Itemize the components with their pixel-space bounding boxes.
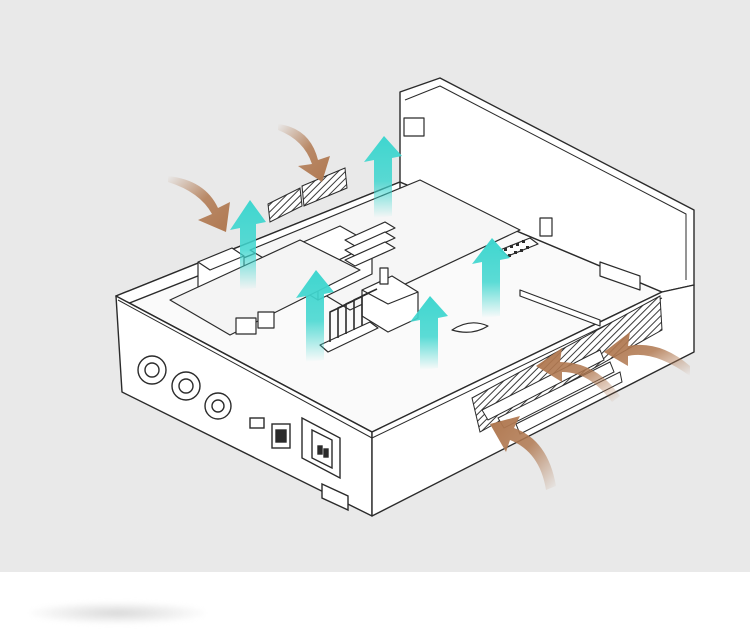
front-connectors — [137, 355, 349, 512]
back-part-3 — [599, 261, 641, 291]
intake-arrow-3 — [604, 332, 690, 376]
intake-arrow-4 — [536, 348, 620, 402]
top-grille-1 — [267, 187, 303, 223]
floor-slot — [451, 322, 489, 333]
internal-components — [115, 117, 641, 433]
rail — [519, 289, 601, 327]
bracket-post — [379, 267, 389, 285]
intake-arrow-1 — [168, 176, 230, 232]
intake-arrow-2 — [278, 124, 330, 182]
exhaust-arrow-4 — [472, 238, 510, 318]
top-grille-2 — [301, 167, 348, 207]
back-part-2 — [539, 217, 553, 237]
small-port — [249, 417, 265, 429]
heat-sink — [344, 221, 396, 267]
relay-2 — [257, 311, 275, 329]
right-header-pins — [504, 240, 529, 257]
back-part-1 — [403, 117, 425, 137]
exhaust-arrows — [230, 136, 510, 370]
foot — [321, 482, 349, 512]
blurred-caption-smudge — [30, 602, 205, 624]
intake-arrows — [168, 124, 690, 490]
front-pcb — [169, 239, 361, 336]
exhaust-arrow-2 — [364, 136, 402, 218]
ribbon-wires — [329, 288, 378, 342]
intake-arrow-5 — [490, 416, 556, 490]
exhaust-arrow-5 — [410, 296, 448, 370]
exhaust-arrow-3 — [296, 270, 334, 362]
relay-1 — [235, 317, 257, 335]
exhaust-arrow-1 — [230, 200, 266, 290]
